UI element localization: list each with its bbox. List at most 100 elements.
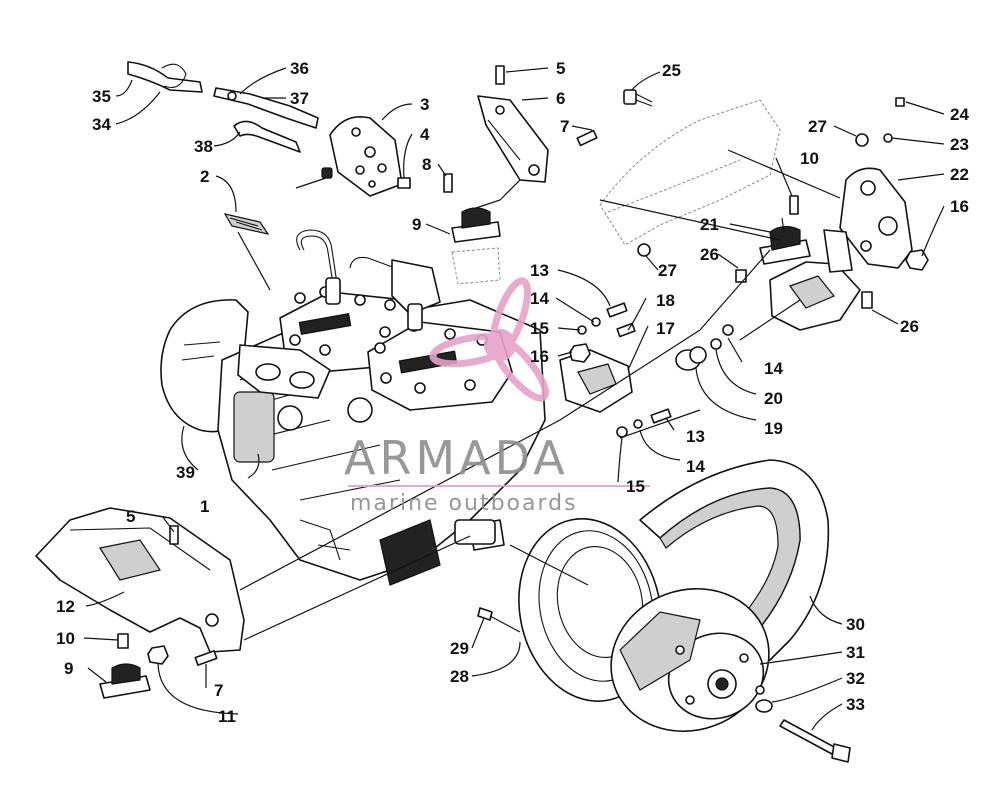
part-bolt-13b bbox=[650, 408, 672, 424]
callout-16a: 16 bbox=[530, 347, 549, 366]
callout-19: 19 bbox=[764, 419, 783, 438]
callout-1: 1 bbox=[200, 497, 209, 516]
callout-11: 11 bbox=[218, 707, 236, 726]
part-clip-4 bbox=[397, 177, 411, 189]
callout-17: 17 bbox=[656, 319, 675, 338]
callout-14b: 14 bbox=[686, 457, 705, 476]
callout-5a: 5 bbox=[556, 59, 565, 78]
part-spark-plug-wires bbox=[296, 229, 441, 331]
part-washer-20 bbox=[710, 338, 722, 350]
part-bolt-10b bbox=[789, 195, 799, 215]
part-bolt-10a bbox=[117, 633, 129, 649]
callout-7a: 7 bbox=[560, 117, 569, 136]
watermark-brand: ARMADA bbox=[344, 431, 569, 485]
callout-27b: 27 bbox=[658, 261, 677, 280]
part-nut-16a bbox=[569, 343, 591, 363]
callout-22: 22 bbox=[950, 165, 969, 184]
callout-9a: 9 bbox=[412, 215, 421, 234]
callout-18: 18 bbox=[656, 291, 675, 310]
callout-leaders bbox=[83, 67, 945, 731]
callout-32: 32 bbox=[846, 669, 865, 688]
part-washer-14b bbox=[633, 419, 643, 429]
part-bolt-25 bbox=[623, 89, 653, 107]
part-bolt-18 bbox=[616, 322, 636, 338]
part-nut-16b bbox=[905, 249, 929, 271]
callout-26a: 26 bbox=[700, 245, 719, 264]
callout-25: 25 bbox=[662, 61, 681, 80]
callout-33: 33 bbox=[846, 695, 865, 714]
part-washer-32 bbox=[755, 699, 773, 713]
part-bolt-29 bbox=[477, 607, 521, 633]
part-fitting-23 bbox=[883, 133, 893, 143]
part-bracket-22 bbox=[839, 167, 913, 269]
callout-9b: 9 bbox=[64, 659, 73, 678]
part-bracket-6 bbox=[477, 95, 549, 183]
callout-13a: 13 bbox=[530, 261, 549, 280]
part-bracket-3 bbox=[321, 116, 403, 197]
part-bolt-13a bbox=[606, 302, 628, 318]
callout-14a: 14 bbox=[530, 289, 549, 308]
part-rubber-mount-9a bbox=[451, 207, 501, 243]
callout-26b: 26 bbox=[900, 317, 919, 336]
callout-20: 20 bbox=[764, 389, 783, 408]
part-bolt-5b bbox=[169, 525, 179, 545]
callout-2: 2 bbox=[200, 167, 209, 186]
part-bolt-8 bbox=[443, 173, 453, 193]
part-nut-27b bbox=[855, 133, 869, 147]
callout-38: 38 bbox=[194, 137, 213, 156]
part-bolt-26a bbox=[735, 269, 747, 283]
callout-6: 6 bbox=[556, 89, 565, 108]
part-bolt-26b bbox=[861, 291, 873, 309]
part-mount-19 bbox=[675, 346, 707, 371]
callout-16b: 16 bbox=[950, 197, 969, 216]
part-bolt-5a bbox=[495, 65, 505, 85]
callout-7b: 7 bbox=[214, 681, 223, 700]
callout-39: 39 bbox=[176, 463, 195, 482]
callout-8: 8 bbox=[422, 155, 431, 174]
part-engine-plate-12 bbox=[35, 507, 245, 653]
callout-35: 35 bbox=[92, 87, 111, 106]
callout-5b: 5 bbox=[126, 507, 135, 526]
callout-12: 12 bbox=[56, 597, 75, 616]
part-intake-plate bbox=[237, 344, 331, 399]
callout-21: 21 bbox=[700, 215, 719, 234]
part-bracket-17 bbox=[559, 349, 633, 413]
callout-27a: 27 bbox=[808, 117, 827, 136]
callout-15a: 15 bbox=[530, 319, 549, 338]
part-rubber-mount-9b bbox=[99, 663, 151, 699]
part-rubber-mount-21 bbox=[759, 217, 811, 265]
callout-10b: 10 bbox=[800, 149, 819, 168]
part-cylinder-heads bbox=[279, 286, 513, 411]
watermark-logo bbox=[429, 277, 549, 402]
callout-34: 34 bbox=[92, 115, 111, 134]
callout-36: 36 bbox=[290, 59, 309, 78]
watermark: ARMADA marine outboards bbox=[344, 277, 650, 516]
part-hose-35 bbox=[127, 61, 203, 93]
callout-3: 3 bbox=[420, 95, 429, 114]
callout-labels: 1 2 3 4 5 5 6 7 7 8 9 9 10 10 11 12 13 1… bbox=[56, 59, 969, 726]
callout-30: 30 bbox=[846, 615, 865, 634]
callout-23: 23 bbox=[950, 135, 969, 154]
callout-37: 37 bbox=[290, 89, 309, 108]
callout-15b: 15 bbox=[626, 477, 645, 496]
part-cap-24 bbox=[895, 97, 905, 107]
callout-28: 28 bbox=[450, 667, 469, 686]
part-gasket bbox=[223, 213, 270, 235]
callout-4: 4 bbox=[420, 125, 430, 144]
part-right-cradle bbox=[769, 229, 861, 331]
callout-24: 24 bbox=[950, 105, 969, 124]
callout-29: 29 bbox=[450, 639, 469, 658]
part-bolt-7a bbox=[576, 129, 598, 147]
callout-13b: 13 bbox=[686, 427, 705, 446]
part-bolt-7b bbox=[194, 650, 218, 666]
watermark-tagline: marine outboards bbox=[350, 491, 578, 516]
callout-14c: 14 bbox=[764, 359, 783, 378]
callout-31: 31 bbox=[846, 643, 865, 662]
part-hose-38 bbox=[233, 120, 301, 153]
part-driven-clutch-31 bbox=[610, 587, 770, 733]
callout-10a: 10 bbox=[56, 629, 75, 648]
part-nut-11 bbox=[147, 645, 169, 665]
part-washer-14a bbox=[591, 317, 601, 327]
part-washer-14c bbox=[722, 324, 734, 336]
